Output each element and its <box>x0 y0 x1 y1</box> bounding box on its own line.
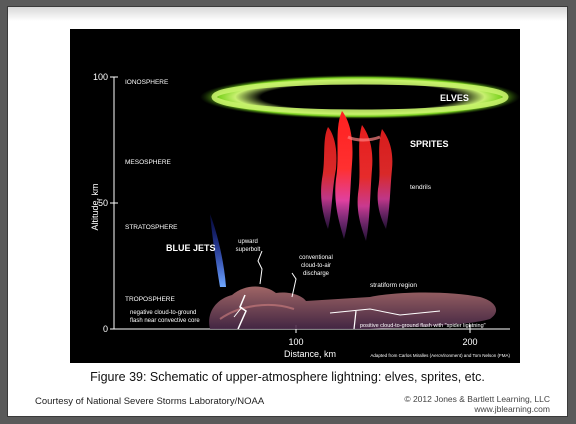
layer-ionosphere: IONOSPHERE <box>125 79 169 86</box>
cloud-to-air-bolt <box>292 273 296 297</box>
blue-jets-label: BLUE JETS <box>166 243 216 253</box>
lightning-diagram: 100 50 0 100 200 Distance, km Altitude, … <box>70 29 520 363</box>
footer-credit: Courtesy of National Severe Storms Labor… <box>35 396 264 407</box>
lightning-figure: 100 50 0 100 200 Distance, km Altitude, … <box>70 29 520 363</box>
x-axis-label: Distance, km <box>284 349 336 359</box>
upward-superbolt-bolt <box>258 251 262 284</box>
copyright-line: © 2012 Jones & Bartlett Learning, LLC <box>404 394 550 404</box>
x-tick-label-100: 100 <box>288 337 303 347</box>
sprites-shape <box>321 111 392 241</box>
conventional-label-line1: conventional <box>299 255 333 261</box>
conventional-label-line3: discharge <box>303 271 330 277</box>
publisher-url: www.jblearning.com <box>404 404 550 414</box>
tendrils-label: tendrils <box>410 184 432 191</box>
upward-label-line2: superbolt <box>236 247 261 253</box>
y-axis-label: Altitude, km <box>90 183 100 230</box>
upward-label-line1: upward <box>238 239 258 245</box>
negative-cg-label-line2: flash near convective core <box>130 318 200 324</box>
y-tick-label-0: 0 <box>103 324 108 334</box>
figure-caption: Figure 39: Schematic of upper-atmosphere… <box>8 370 567 384</box>
layer-troposphere: TROPOSPHERE <box>125 296 176 303</box>
footer-copyright: © 2012 Jones & Bartlett Learning, LLC ww… <box>404 394 550 414</box>
slide: 100 50 0 100 200 Distance, km Altitude, … <box>7 6 568 417</box>
positive-cg-label: positive cloud-to-ground flash with "spi… <box>360 323 486 329</box>
sprites-label: SPRITES <box>410 139 449 149</box>
negative-cg-label-line1: negative cloud-to-ground <box>130 310 196 316</box>
figure-attribution: Adapted from Carlos Miralles (AeroVironm… <box>370 353 510 358</box>
y-tick-label-100: 100 <box>93 72 108 82</box>
stratiform-label: stratiform region <box>370 282 417 289</box>
x-tick-label-200: 200 <box>462 337 477 347</box>
elves-label: ELVES <box>440 93 469 103</box>
conventional-label-line2: cloud-to-air <box>301 263 331 269</box>
layer-stratosphere: STRATOSPHERE <box>125 224 178 231</box>
layer-mesosphere: MESOSPHERE <box>125 159 172 166</box>
slide-header-strip <box>8 7 567 21</box>
